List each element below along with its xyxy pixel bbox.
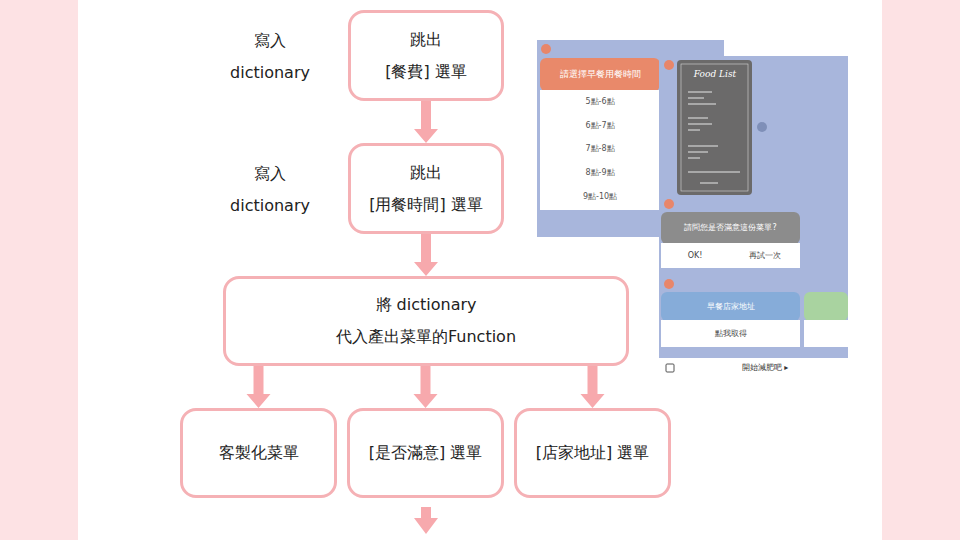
box-text: [餐費] 選單 (385, 56, 467, 88)
next-card (804, 320, 848, 347)
keyboard-icon (666, 364, 674, 372)
ui-option: 6點-7點 (540, 120, 660, 131)
card-frame (681, 64, 748, 191)
menu-list (540, 90, 660, 210)
avatar-icon (664, 279, 674, 289)
ui-button: 點我取得 (661, 328, 800, 339)
dialog-buttons (661, 243, 800, 268)
ui-text: 開始減肥吧 ▸ (700, 362, 830, 373)
ui-option: 8點-9點 (540, 167, 660, 178)
process-box: 將 dictionary代入產出菜單的Function (223, 276, 629, 366)
output-box: [店家地址] 選單 (514, 408, 671, 498)
box-text: 客製化菜單 (219, 437, 299, 469)
box-text: [店家地址] 選單 (536, 437, 650, 469)
chat-screenshot (659, 56, 848, 358)
ui-option: 9點-10點 (540, 191, 660, 202)
ui-button: OK! (665, 250, 725, 261)
side-band (0, 0, 78, 540)
flow-arrow (247, 366, 271, 408)
dialog-header (661, 212, 800, 244)
flow-arrow (414, 101, 438, 143)
address-card-header (661, 292, 800, 321)
flow-arrow (414, 234, 438, 276)
ui-text: 請選擇早餐用餐時間 (540, 68, 660, 80)
box-text: [用餐時間] 選單 (369, 189, 483, 221)
process-box: 跳出[用餐時間] 選單 (348, 143, 504, 234)
process-box: 跳出[餐費] 選單 (348, 10, 504, 101)
food-list-card (677, 60, 752, 195)
menu-header (540, 58, 660, 91)
box-text: 將 dictionary (376, 289, 477, 321)
avatar-icon (664, 199, 674, 209)
output-box: [是否滿意] 選單 (347, 408, 504, 498)
avatar-icon (541, 44, 551, 54)
bottom-bar (659, 358, 848, 378)
ui-option: 5點-6點 (540, 96, 660, 107)
share-icon (757, 122, 767, 132)
ui-button: 再試一次 (735, 250, 795, 261)
ui-text: 請問您是否滿意這份菜單? (661, 222, 800, 234)
box-text: 代入產出菜單的Function (336, 321, 516, 353)
side-note: 寫入 dictionary (220, 25, 320, 89)
flow-arrow (414, 366, 438, 408)
ui-option: 7點-8點 (540, 143, 660, 154)
side-note: 寫入 dictionary (220, 158, 320, 222)
flow-arrow (581, 366, 605, 408)
avatar-icon (664, 60, 674, 70)
ui-text: Food List (683, 68, 747, 80)
box-text: 跳出 (410, 157, 442, 189)
next-card (804, 292, 848, 321)
address-card-body (661, 320, 800, 347)
box-text: 跳出 (410, 24, 442, 56)
continue-arrow (414, 507, 438, 534)
ui-text: 早餐店家地址 (661, 301, 800, 312)
card-text-lines (688, 92, 740, 183)
side-band (882, 0, 960, 540)
output-box: 客製化菜單 (180, 408, 337, 498)
box-text: [是否滿意] 選單 (369, 437, 483, 469)
